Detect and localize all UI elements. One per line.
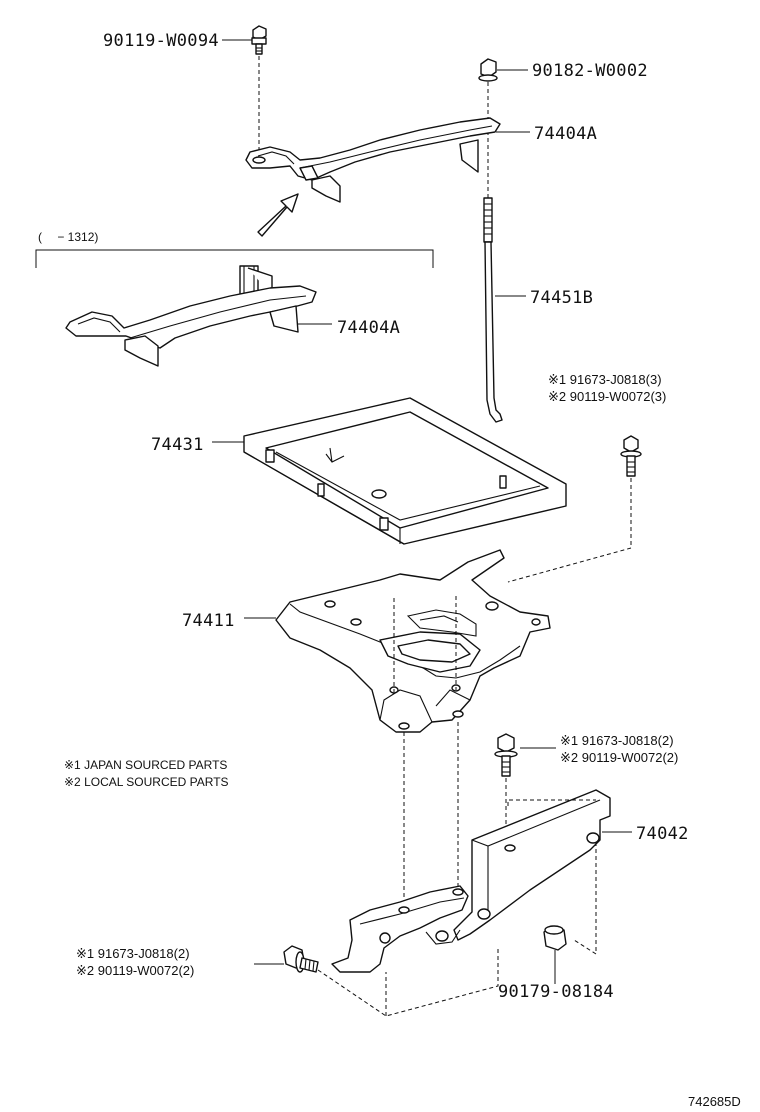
label-nut-bottom: 90179-08184 [498, 982, 614, 1002]
nut-90179-08184[interactable] [543, 925, 567, 951]
bolt-right-upper[interactable] [620, 435, 642, 477]
clamp-74404a-upper[interactable] [245, 117, 501, 203]
bolt-left-bottom[interactable] [283, 945, 319, 973]
dash-bolt-left-bottom [317, 948, 499, 1017]
dash-bracket-top [507, 799, 596, 806]
bolt-90119-w0094[interactable] [251, 25, 267, 55]
legend-line2: ※2 LOCAL SOURCED PARTS [64, 775, 229, 789]
tray-74431[interactable] [243, 397, 567, 545]
note-left-bottom-line1: ※1 91673-J0818(2) [76, 946, 190, 961]
date-range-label: ( − 1312) [38, 230, 98, 244]
date-range-bracket [35, 249, 434, 268]
note-right-middle-line2: ※2 90119-W0072(2) [560, 750, 678, 765]
label-tray: 74431 [151, 435, 204, 455]
rod-74451b[interactable] [483, 197, 503, 423]
dash-bolt-right-upper [507, 478, 632, 583]
carrier-74411[interactable] [275, 549, 551, 733]
note-right-upper-line1: ※1 91673-J0818(3) [548, 372, 662, 387]
label-bracket: 74042 [636, 824, 689, 844]
bolt-right-middle[interactable] [494, 733, 518, 777]
label-nut-top-right: 90182-W0002 [532, 61, 648, 81]
bracket-74042[interactable] [331, 789, 611, 973]
clamp-74404a-lower[interactable] [65, 265, 317, 367]
note-left-bottom-line2: ※2 90119-W0072(2) [76, 963, 194, 978]
nut-90182-w0002[interactable] [478, 58, 498, 82]
note-right-upper-line2: ※2 90119-W0072(3) [548, 389, 666, 404]
dash-bracket-to-nut [573, 842, 597, 955]
arrow-icon [257, 193, 299, 237]
legend-line1: ※1 JAPAN SOURCED PARTS [64, 758, 227, 772]
illustration-number: 742685D [688, 1094, 741, 1109]
label-clamp-lower: 74404A [337, 318, 400, 338]
label-rod: 74451B [530, 288, 593, 308]
label-carrier: 74411 [182, 611, 235, 631]
label-bolt-top-left: 90119-W0094 [103, 31, 219, 51]
label-clamp-upper: 74404A [534, 124, 597, 144]
note-right-middle-line1: ※1 91673-J0818(2) [560, 733, 674, 748]
